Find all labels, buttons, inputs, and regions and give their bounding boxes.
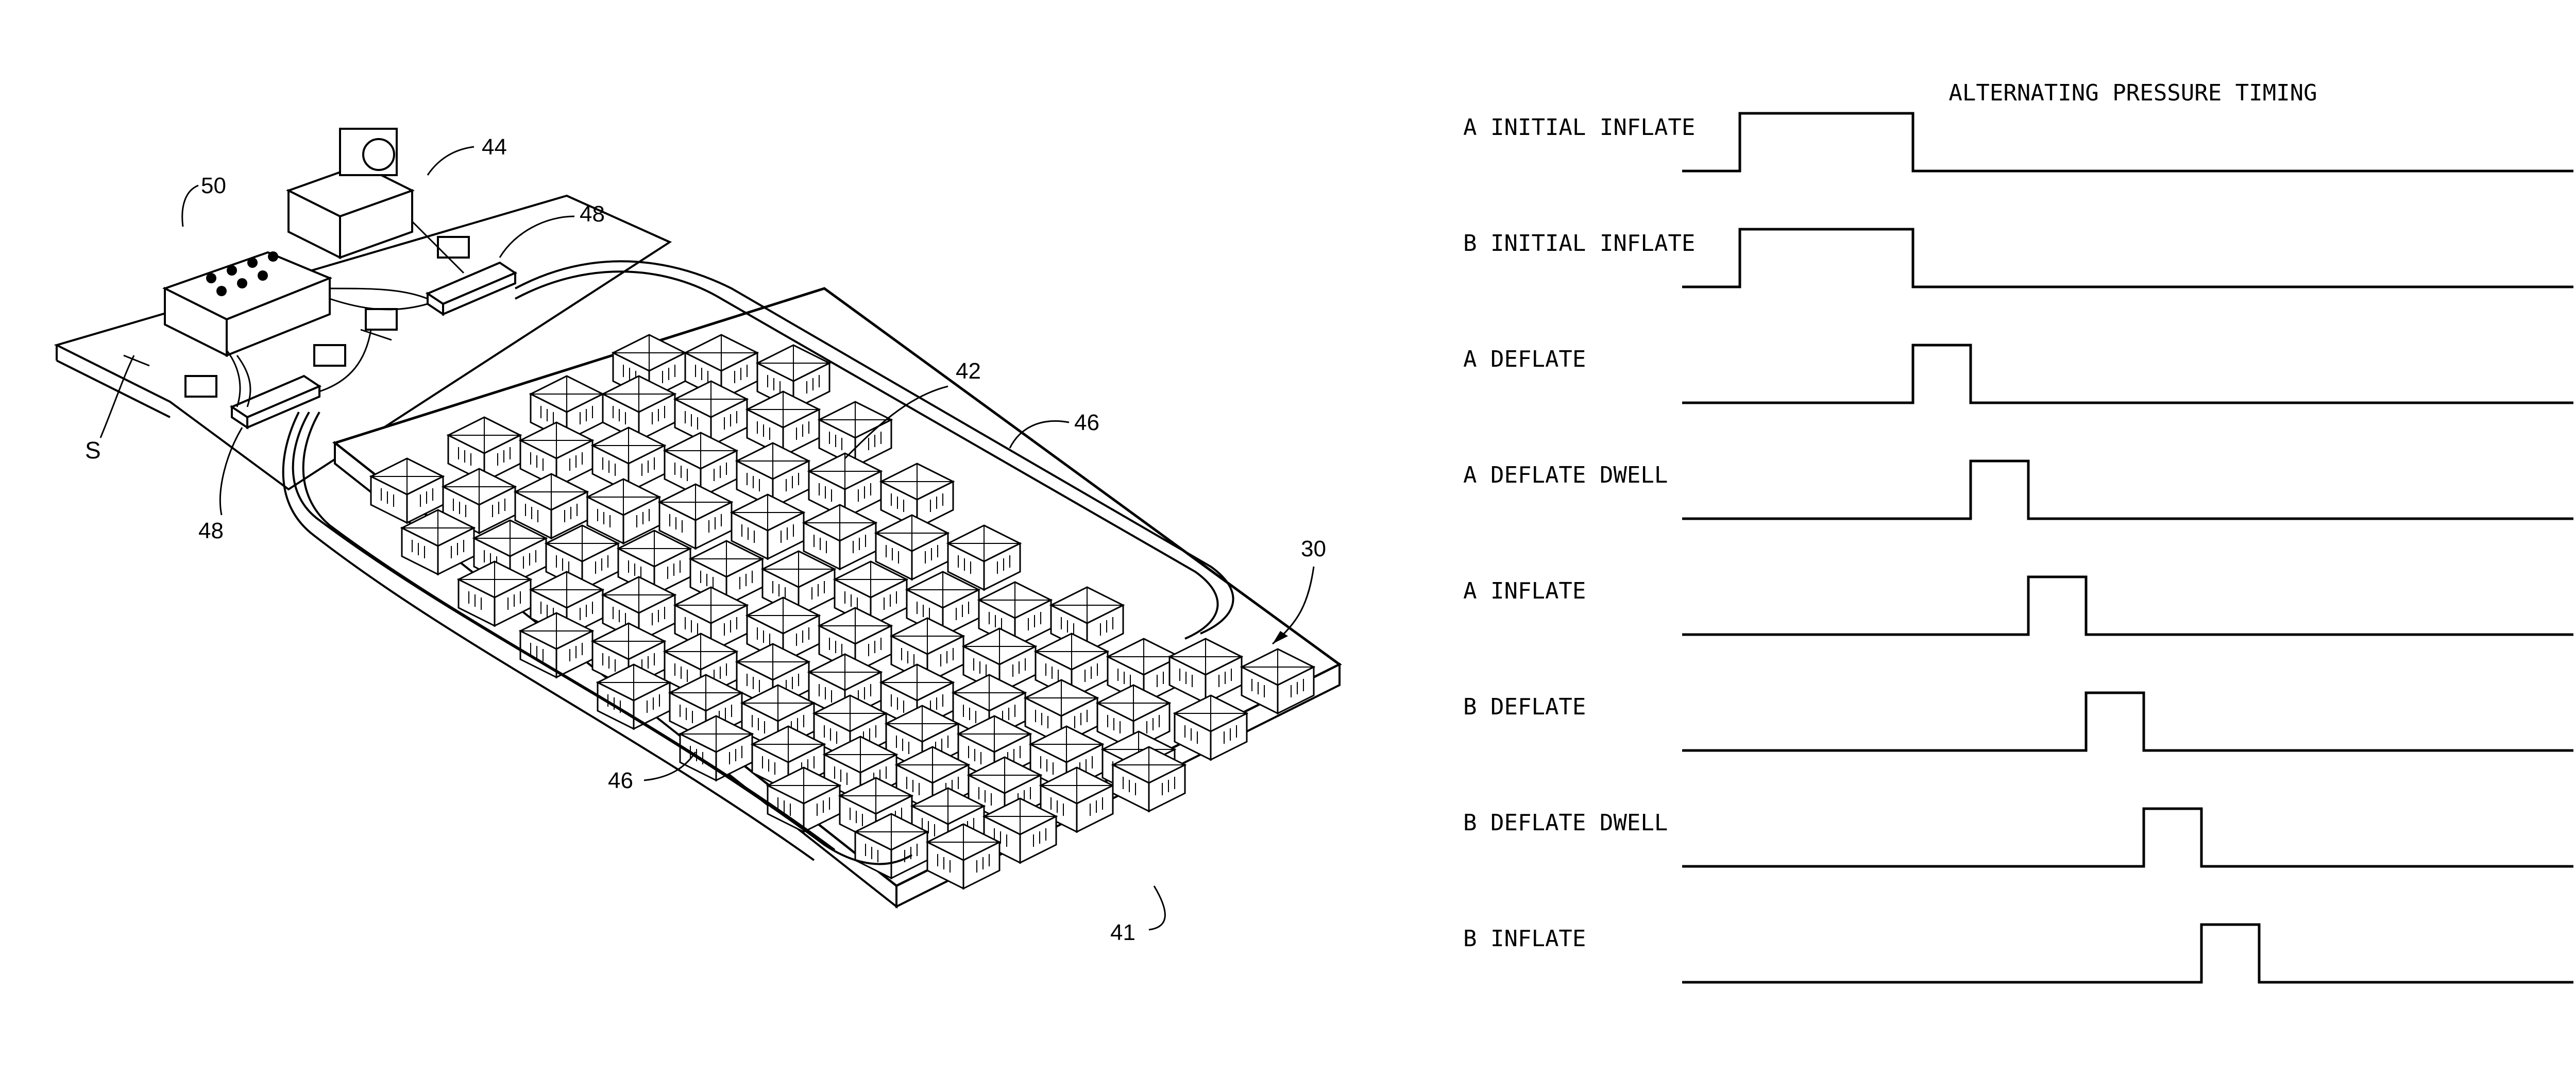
timing-row-label: A DEFLATE: [1463, 346, 1586, 372]
timing-waveform: [1682, 693, 2573, 750]
pump-unit: [289, 129, 412, 258]
timing-row-label: A INFLATE: [1463, 578, 1586, 604]
mattress-illustration: 50 44 48 48 S 42 46 46 30 41: [57, 129, 1340, 945]
timing-waveform: [1682, 809, 2573, 866]
label-tube-bottom: 46: [608, 768, 633, 793]
label-surface: S: [85, 437, 101, 464]
timing-waveform: [1682, 229, 2573, 287]
label-cell: 42: [956, 358, 981, 384]
timing-row-label: B DEFLATE DWELL: [1463, 810, 1668, 836]
timing-row-label: A INITIAL INFLATE: [1463, 114, 1695, 141]
label-mattress: 30: [1301, 536, 1326, 561]
timing-row-label: B INITIAL INFLATE: [1463, 230, 1695, 257]
timing-waveform: [1682, 113, 2573, 171]
timing-waveform: [1682, 461, 2573, 519]
timing-title: ALTERNATING PRESSURE TIMING: [1948, 80, 2317, 106]
label-controller: 50: [201, 173, 226, 198]
timing-diagram: ALTERNATING PRESSURE TIMING A INITIAL IN…: [1463, 80, 2573, 982]
timing-waveform: [1682, 925, 2573, 982]
label-manifold-top: 48: [580, 201, 605, 227]
label-pump: 44: [482, 134, 507, 160]
label-base: 41: [1110, 920, 1136, 945]
timing-row-label: B INFLATE: [1463, 926, 1586, 952]
timing-waveform: [1682, 345, 2573, 403]
label-tube-right: 46: [1074, 410, 1099, 435]
timing-row-label: A DEFLATE DWELL: [1463, 462, 1668, 488]
timing-waveform: [1682, 577, 2573, 635]
label-manifold-left: 48: [198, 518, 224, 543]
timing-row-label: B DEFLATE: [1463, 694, 1586, 720]
